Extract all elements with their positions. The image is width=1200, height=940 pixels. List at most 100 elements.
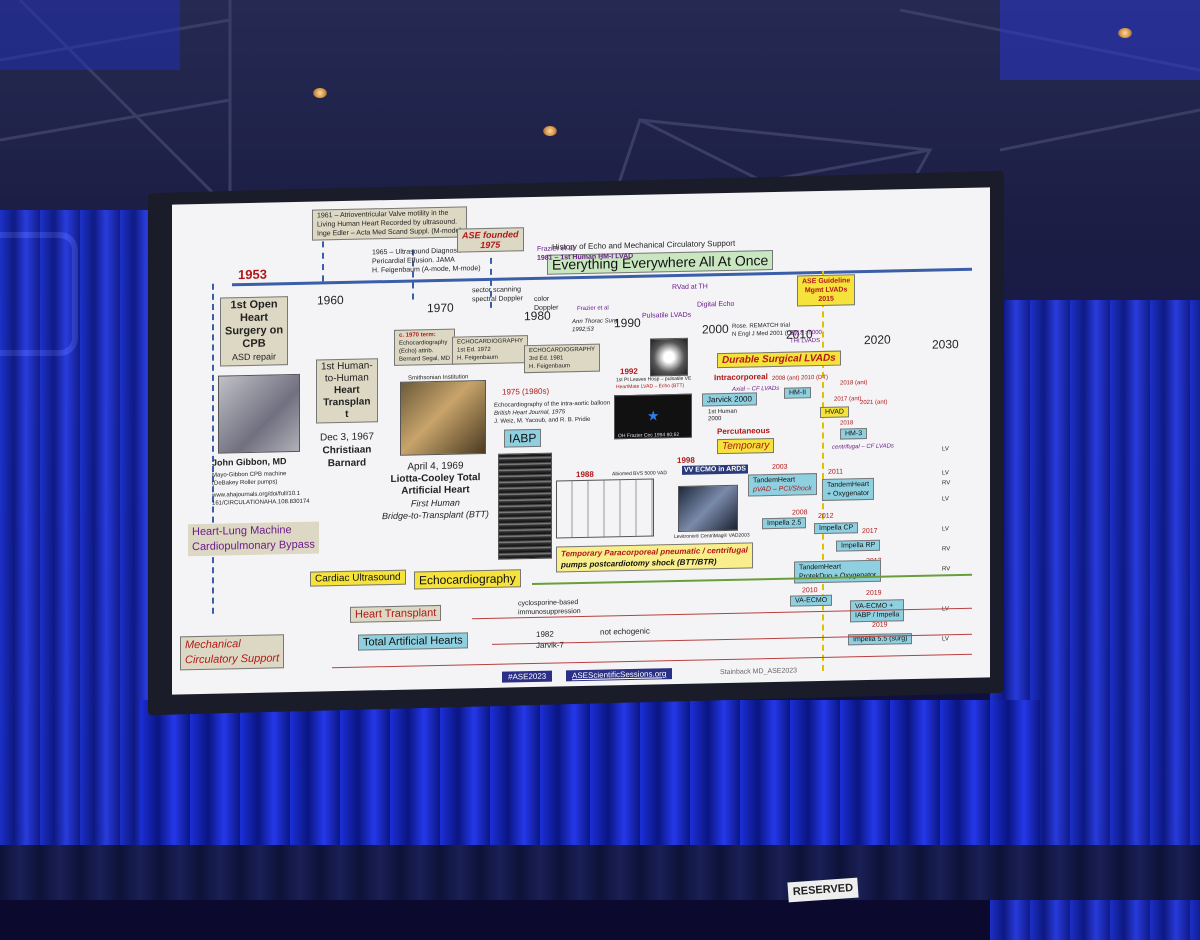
not-echogenic-note: not echogenic bbox=[600, 626, 650, 637]
frazier-mid-note: Frazier et al bbox=[577, 305, 609, 313]
note-line: 161/CIRCULATIONAHA.108.830174 bbox=[212, 498, 310, 507]
levitronix-label: Levitronix® CentriMag® VAD2003 bbox=[674, 532, 750, 541]
durable-lvads-box: Durable Surgical LVADs bbox=[717, 350, 841, 369]
note-line: Jarvik-7 bbox=[536, 640, 565, 650]
year-label: 1990 bbox=[614, 315, 641, 331]
lv-label: LV bbox=[942, 526, 949, 533]
barnard-note: Dec 3, 1967 Christiaan Barnard bbox=[320, 430, 374, 470]
note-line: Barnard bbox=[327, 457, 367, 470]
heart-transplant-box: Heart Transplant bbox=[350, 604, 442, 623]
year-2008b: 2008 bbox=[792, 509, 808, 517]
iabp-box: IABP bbox=[504, 428, 542, 448]
ceiling-light bbox=[313, 88, 327, 98]
year-label: 2000 bbox=[702, 321, 729, 337]
box-line: Surgery on bbox=[225, 324, 284, 338]
box-line: IABP / Impella bbox=[855, 611, 900, 620]
digital-echo-note: Digital Echo bbox=[697, 300, 735, 309]
note-line: Doppler bbox=[534, 304, 559, 312]
impella-rp-box: Impella RP bbox=[836, 539, 881, 552]
heart-lung-machine-photo bbox=[218, 373, 300, 454]
ase-guideline-box: ASE Guideline Mgmt LVADs 2015 bbox=[797, 274, 856, 307]
hm-3-box: HM-3 bbox=[840, 428, 868, 440]
artificial-heart-photo bbox=[400, 379, 486, 456]
echo-3rd-ed-box: ECHOCARDIOGRAPHY 3rd Ed. 1981 H. Feigenb… bbox=[524, 343, 601, 374]
open-heart-box: 1st Open Heart Surgery on CPB ASD repair bbox=[220, 296, 289, 367]
box-line: + Oxygenator bbox=[827, 489, 870, 498]
tandemheart-pvad-box: TandemHeart pVAD – PCI/Shock bbox=[748, 473, 817, 497]
box-line: Bernard Segal, MD bbox=[399, 355, 451, 363]
year-2018b: 2018 bbox=[840, 420, 854, 427]
year-label: 2030 bbox=[932, 337, 959, 352]
box-line: 1st Open bbox=[230, 298, 278, 312]
year-2019: 2019 bbox=[866, 589, 882, 598]
pt-leaves-note: 1st Pt Leaves Hosp – pulsatile VE HeartM… bbox=[616, 376, 691, 392]
box-line: to-Human bbox=[324, 372, 369, 385]
year-label: 1960 bbox=[317, 292, 344, 308]
mcs-track bbox=[332, 653, 972, 669]
carpet-floor bbox=[0, 845, 1200, 900]
box-line: Cardiopulmonary Bypass bbox=[192, 538, 315, 554]
box-line: t bbox=[345, 408, 349, 420]
ann-thorac-note: Ann Thorac Surg 1992;53 bbox=[572, 317, 617, 334]
star-icon: ★ bbox=[647, 407, 660, 424]
year-2010: 2010 bbox=[802, 587, 818, 595]
first-human-2000-note: 1st Human 2000 bbox=[708, 409, 737, 424]
impella-cp-box: Impella CP bbox=[814, 522, 859, 535]
note-line: spectral Doppler bbox=[472, 295, 523, 304]
year-label: 2020 bbox=[864, 332, 891, 348]
note-line: J. Weiz, M. Yacoub, and R. B. Pridie bbox=[494, 416, 591, 425]
sector-scanning-note: sector scanning spectral Doppler bbox=[472, 285, 523, 304]
temporary-box: Temporary bbox=[717, 437, 775, 455]
rv-label: RV bbox=[942, 480, 951, 487]
lv-label: LV bbox=[942, 470, 949, 477]
year-2019b: 2019 bbox=[872, 621, 888, 629]
tandemheart-oxygenator-box: TandemHeart + Oxygenator bbox=[822, 477, 875, 501]
cardiac-ultrasound-box: Cardiac Ultrasound bbox=[310, 569, 406, 587]
year-2017: 2017 (ant) bbox=[834, 396, 862, 403]
note-line: THI LVADS bbox=[790, 337, 821, 345]
note-line: (DeBakey Roller pumps) bbox=[212, 479, 278, 487]
rvad-note: RVad at TH bbox=[672, 283, 708, 292]
box-line: 1975 bbox=[480, 239, 501, 251]
note-line: Ann Thorac Surg bbox=[572, 318, 618, 326]
footer-url[interactable]: ASEScientificSessions.org bbox=[566, 668, 673, 682]
pulsatile-lvads-note: Pulsatile LVADs bbox=[642, 311, 692, 320]
year-2012: 2012 bbox=[818, 512, 834, 521]
box-line: CPB bbox=[242, 337, 266, 351]
mayo-note: Mayo-Gibbon CPB machine (DeBakey Roller … bbox=[212, 470, 286, 488]
ceiling-light bbox=[1118, 28, 1132, 38]
heart-lung-machine-box: Heart-Lung Machine Cardiopulmonary Bypas… bbox=[188, 521, 319, 557]
box-line: 1st Human- bbox=[321, 360, 373, 373]
stage-skirt bbox=[140, 700, 1040, 850]
box-line: Circulatory Support bbox=[185, 652, 280, 667]
note-line: H. Feigenbaum (A-mode, M-mode) bbox=[372, 265, 481, 275]
timeline-marker bbox=[322, 241, 324, 282]
echo-1st-ed-box: ECHOCARDIOGRAPHY 1st Ed. 1972 H. Feigenb… bbox=[452, 335, 529, 365]
box-line: H. Feigenbaum bbox=[457, 354, 499, 362]
note-line: 2000 bbox=[708, 416, 722, 423]
year-1988: 1988 bbox=[576, 469, 594, 480]
va-ecmo-box: VA-ECMO bbox=[790, 594, 833, 607]
note-line: HeartMate LVAD – Echo (BTT) bbox=[616, 382, 685, 391]
centrifugal-note: centrifugal – CF LVADs bbox=[832, 443, 894, 451]
rv-label: RV bbox=[942, 546, 951, 553]
lv-label: LV bbox=[942, 496, 949, 503]
bhj-note: Echocardiography of the intra-aortic bal… bbox=[494, 399, 610, 425]
percutaneous-label: Percutaneous bbox=[717, 426, 770, 437]
human-heart-transplant-box: 1st Human- to-Human Heart Transplan t bbox=[316, 358, 378, 424]
box-line: pVAD – PCI/Shock bbox=[753, 485, 812, 494]
ceiling-structure bbox=[0, 0, 1200, 242]
box-line: H. Feigenbaum bbox=[529, 363, 571, 371]
year-2003: 2003 bbox=[772, 463, 788, 471]
thi-note: 2013 >5000 THI LVADS bbox=[790, 329, 822, 346]
note-line: 1982 bbox=[536, 629, 554, 639]
year-2017b: 2017 bbox=[862, 527, 878, 536]
box-line: Transplan bbox=[323, 396, 371, 409]
color-doppler-note: color Doppler bbox=[534, 294, 559, 313]
abiomed-label: Abiomed BVS 5000 VAD bbox=[612, 470, 667, 478]
intracorporeal-label: Intracorporeal bbox=[714, 372, 768, 383]
note-line: N Engl J Med 2001 (DT) bbox=[732, 330, 797, 338]
note-line: 1st Human bbox=[708, 408, 738, 416]
cyclosporine-note: cyclosporine-based immunosuppression bbox=[518, 598, 581, 617]
lv-label: LV bbox=[942, 446, 949, 453]
